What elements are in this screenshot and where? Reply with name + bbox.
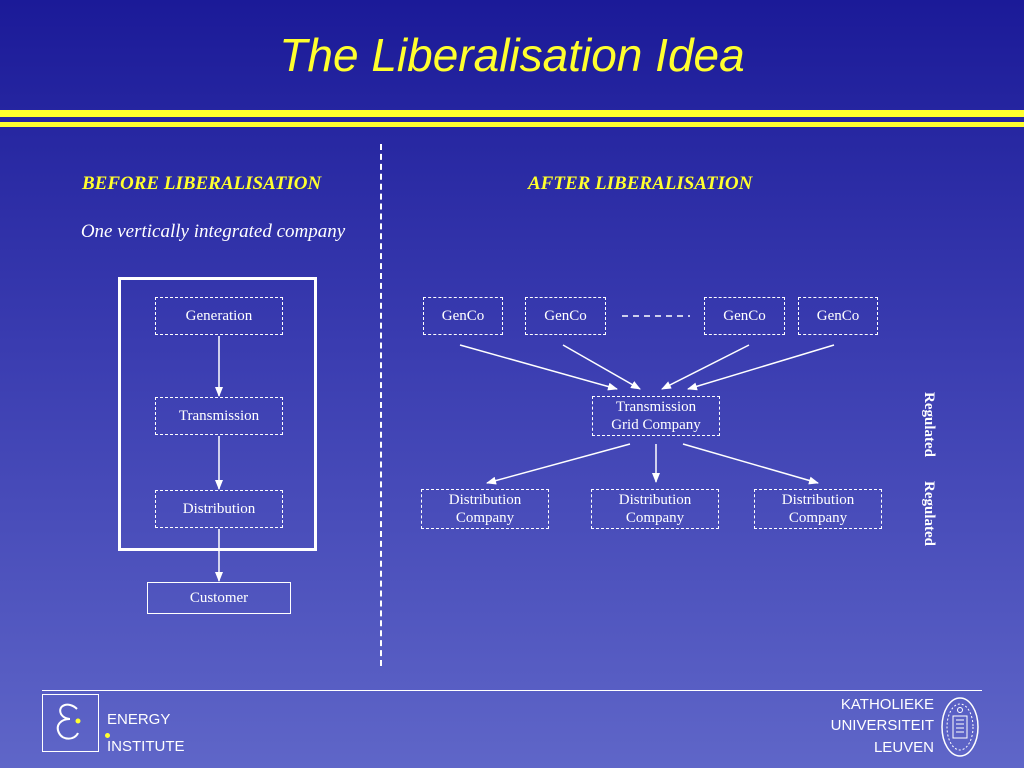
energy-institute-logo: [42, 694, 99, 752]
ku-leuven-seal-icon: [941, 697, 979, 757]
footer-divider: [42, 690, 982, 691]
distribution-company-node: Distribution Company: [591, 489, 719, 529]
customer-label: Customer: [189, 590, 249, 606]
genco-node: GenCo: [423, 297, 503, 335]
distribution-company-node: Distribution Company: [754, 489, 882, 529]
genco-label: GenCo: [544, 308, 587, 324]
kuleuven-line3: LEUVEN: [873, 739, 934, 756]
transmission-grid-line2: Grid Company: [611, 417, 701, 433]
energy-institute-logo-icon: [56, 703, 81, 740]
arrow-genco-to-grid: [459, 344, 618, 391]
distribution-company-line1: Distribution: [781, 492, 855, 508]
transmission-label: Transmission: [178, 408, 260, 424]
distribution-company-line1: Distribution: [448, 492, 522, 508]
distribution-company-line2: Company: [625, 510, 685, 526]
distribution-label: Distribution: [182, 501, 256, 517]
arrow-grid-to-distribution: [486, 443, 631, 485]
genco-node: GenCo: [525, 297, 606, 335]
title-stripe-thin: [0, 122, 1024, 127]
distribution-node: Distribution: [155, 490, 283, 528]
integrated-company-box: [118, 277, 317, 551]
arrow-genco-to-grid: [562, 344, 641, 390]
arrow-grid-to-distribution: [682, 443, 819, 485]
distribution-company-line2: Company: [788, 510, 848, 526]
energy-institute-dot: [105, 733, 110, 738]
regulated-label-transmission: Regulated: [921, 392, 937, 457]
column-divider: [380, 144, 382, 666]
kuleuven-line1: KATHOLIEKE: [840, 696, 934, 713]
customer-node: Customer: [147, 582, 291, 614]
generation-node: Generation: [155, 297, 283, 335]
kuleuven-line2: UNIVERSITEIT: [830, 717, 934, 734]
genco-node: GenCo: [798, 297, 878, 335]
arrow-genco-to-grid: [661, 344, 750, 390]
regulated-label-distribution: Regulated: [921, 481, 937, 546]
before-subheading: One vertically integrated company: [80, 221, 346, 242]
transmission-grid-node: Transmission Grid Company: [592, 396, 720, 436]
genco-node: GenCo: [704, 297, 785, 335]
before-heading: BEFORE LIBERALISATION: [82, 173, 322, 194]
after-heading: AFTER LIBERALISATION: [528, 173, 753, 194]
arrow-genco-to-grid: [687, 344, 835, 391]
genco-label: GenCo: [723, 308, 766, 324]
transmission-grid-line1: Transmission: [615, 399, 697, 415]
slide-title: The Liberalisation Idea: [279, 29, 745, 81]
distribution-company-line1: Distribution: [618, 492, 692, 508]
transmission-node: Transmission: [155, 397, 283, 435]
genco-label: GenCo: [441, 308, 485, 324]
energy-institute-line2: INSTITUTE: [107, 738, 185, 755]
distribution-company-line2: Company: [455, 510, 515, 526]
title-stripe-thick: [0, 110, 1024, 117]
distribution-company-node: Distribution Company: [421, 489, 549, 529]
generation-label: Generation: [185, 308, 253, 324]
genco-label: GenCo: [816, 308, 860, 324]
energy-institute-line1: ENERGY: [107, 711, 171, 728]
